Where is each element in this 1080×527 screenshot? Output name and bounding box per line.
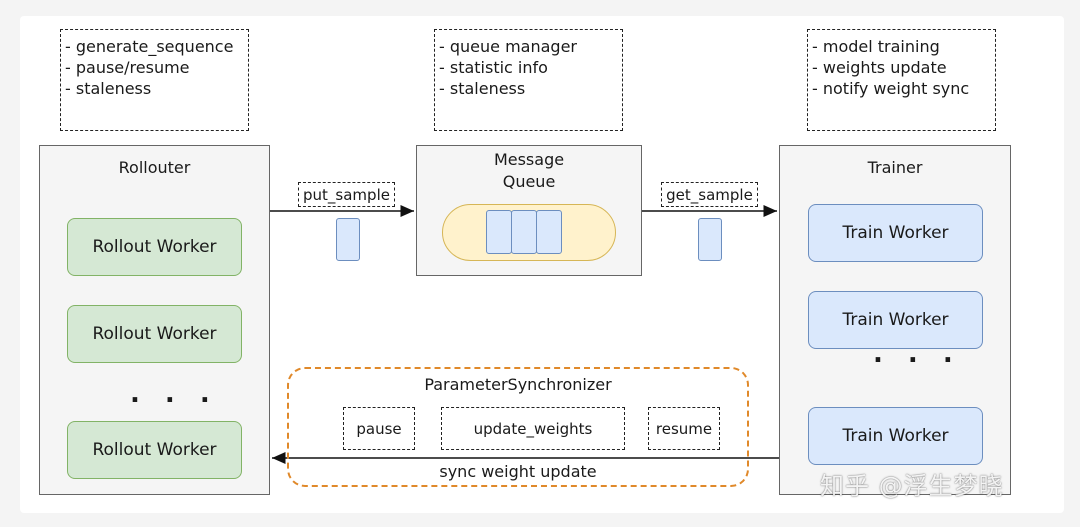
pause-step: pause bbox=[343, 407, 415, 450]
rollout-worker: Rollout Worker bbox=[67, 218, 242, 276]
queued-sample-chip bbox=[536, 210, 562, 254]
train-worker: Train Worker bbox=[808, 204, 983, 262]
queue-note: - queue manager - statistic info - stale… bbox=[434, 29, 623, 131]
message-queue-panel: Message Queue bbox=[416, 145, 642, 276]
train-worker: Train Worker bbox=[808, 291, 983, 349]
resume-step: resume bbox=[648, 407, 720, 450]
note-line: - pause/resume bbox=[65, 58, 190, 77]
note-line: - queue manager bbox=[439, 37, 577, 56]
watermark-text: 知乎 @浮生梦晓 bbox=[820, 472, 1004, 500]
rollouter-note: - generate_sequence - pause/resume - sta… bbox=[60, 29, 249, 131]
note-line: - staleness bbox=[439, 79, 526, 98]
get-sample-label: get_sample bbox=[661, 182, 758, 207]
parameter-synchronizer-title: ParameterSynchronizer bbox=[424, 375, 612, 394]
rollout-ellipsis: . . . bbox=[130, 379, 218, 409]
sample-chip bbox=[698, 218, 722, 261]
note-line: - model training bbox=[812, 37, 940, 56]
trainer-panel: Trainer Train Worker Train Worker . . . … bbox=[779, 145, 1011, 495]
note-line: - notify weight sync bbox=[812, 79, 970, 98]
update-weights-step: update_weights bbox=[441, 407, 625, 450]
rollout-worker: Rollout Worker bbox=[67, 421, 242, 479]
note-line: - weights update bbox=[812, 58, 947, 77]
train-ellipsis: . . . bbox=[873, 339, 961, 369]
message-queue-title-line1: Message bbox=[493, 150, 565, 169]
rollouter-panel: Rollouter Rollout Worker Rollout Worker … bbox=[39, 145, 270, 495]
parameter-synchronizer-box bbox=[287, 367, 749, 487]
rollout-worker: Rollout Worker bbox=[67, 305, 242, 363]
note-line: - statistic info bbox=[439, 58, 548, 77]
sample-chip bbox=[336, 218, 360, 261]
trainer-note: - model training - weights update - noti… bbox=[807, 29, 996, 131]
trainer-title: Trainer bbox=[867, 158, 923, 177]
sync-weight-update-label: sync weight update bbox=[439, 462, 597, 481]
put-sample-label: put_sample bbox=[298, 182, 395, 207]
train-worker: Train Worker bbox=[808, 407, 983, 465]
note-line: - staleness bbox=[65, 79, 152, 98]
rollouter-title: Rollouter bbox=[118, 158, 191, 177]
queued-sample-chip bbox=[486, 210, 512, 254]
note-line: - generate_sequence bbox=[65, 37, 234, 56]
queued-sample-chip bbox=[511, 210, 537, 254]
message-queue-title-line2: Queue bbox=[502, 172, 556, 191]
